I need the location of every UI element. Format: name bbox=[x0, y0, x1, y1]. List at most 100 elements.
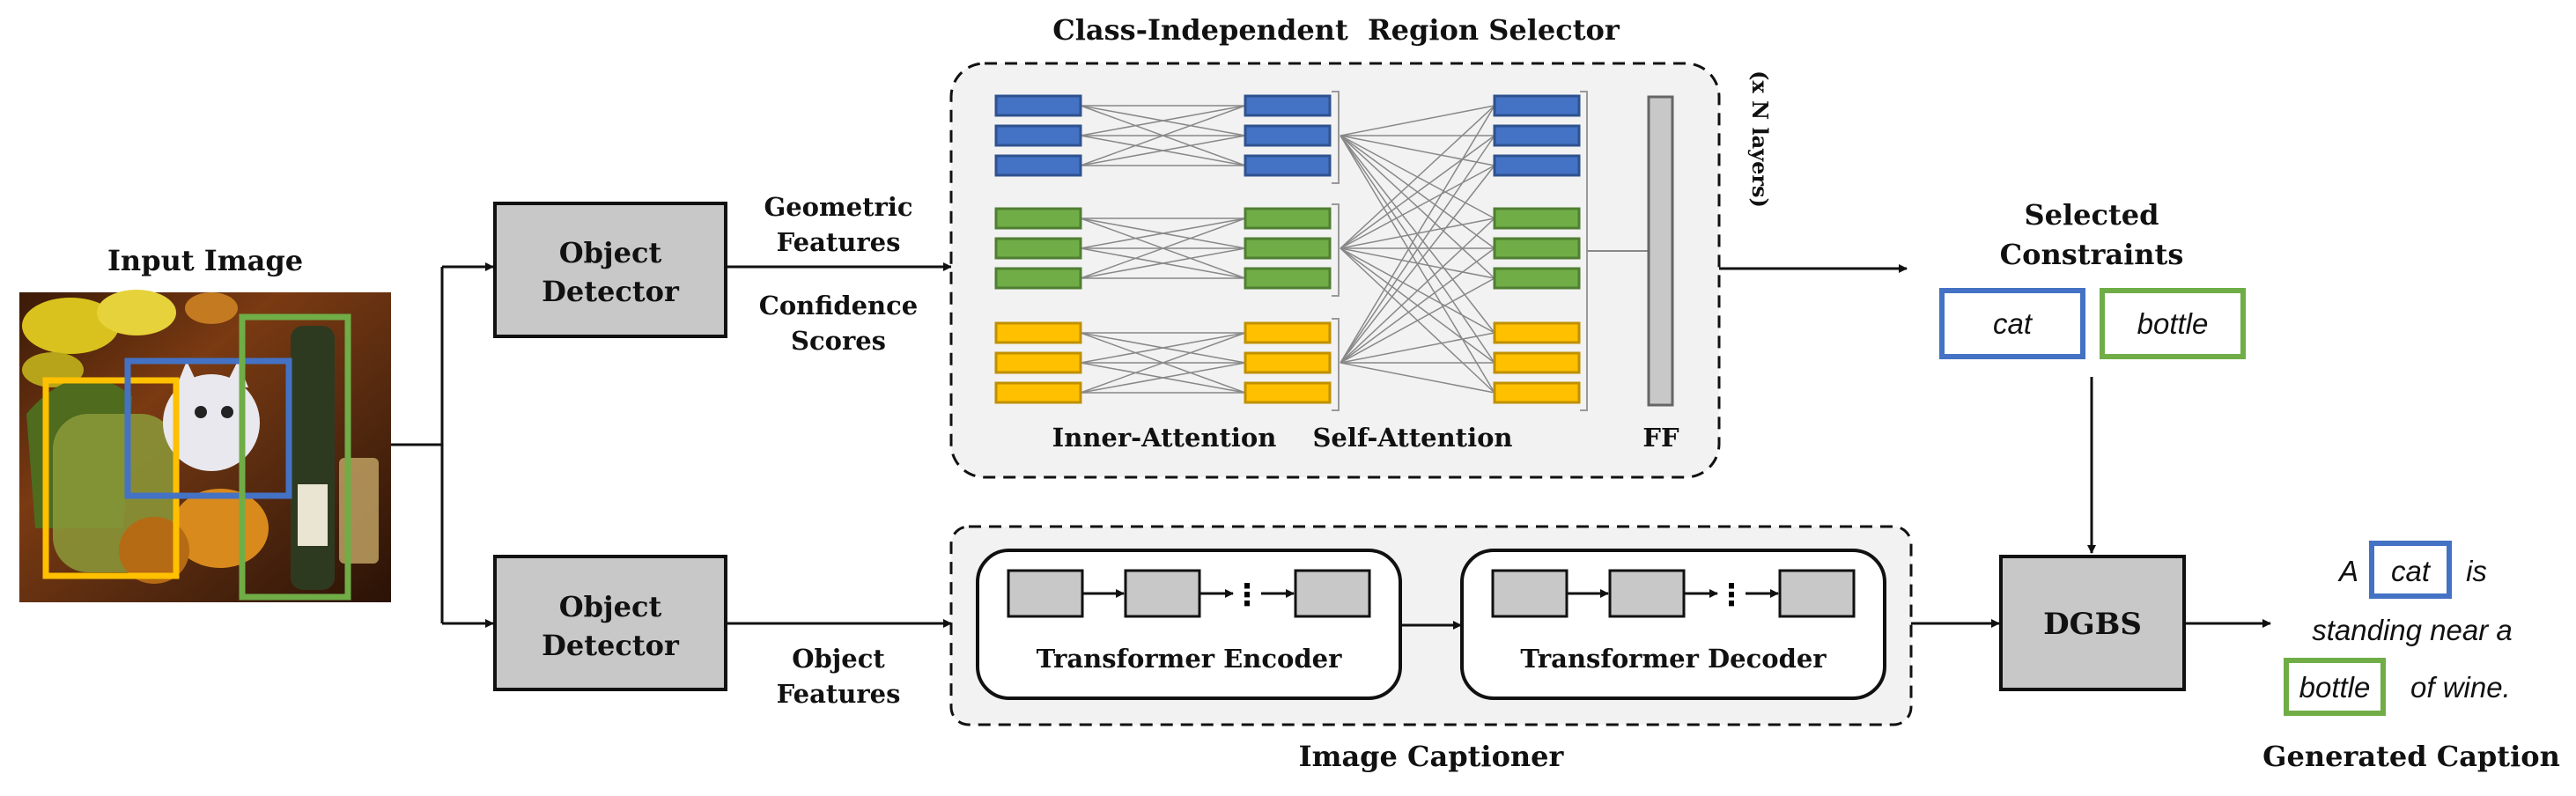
attention-line bbox=[1080, 105, 1246, 166]
attention-line bbox=[1080, 217, 1246, 249]
token-bar bbox=[1244, 207, 1332, 230]
token-bar bbox=[1244, 267, 1332, 290]
token-bar bbox=[994, 94, 1082, 117]
constraint-bottle-box bbox=[2100, 288, 2246, 359]
token-bar bbox=[1493, 94, 1581, 117]
input-photo bbox=[19, 290, 391, 602]
attention-line bbox=[1080, 362, 1246, 394]
encoder-label: Transformer Encoder bbox=[1037, 644, 1342, 674]
attention-line bbox=[1340, 362, 1495, 394]
decoder-ellipsis: ⋮ bbox=[1716, 578, 1746, 613]
token-bar bbox=[1493, 124, 1581, 147]
token-bar bbox=[994, 154, 1082, 177]
token-bar bbox=[1244, 237, 1332, 260]
token-bar bbox=[1244, 154, 1332, 177]
token-bar bbox=[994, 321, 1082, 344]
caption-word-bottle: bottle bbox=[2299, 671, 2371, 704]
token-bar bbox=[1493, 267, 1581, 290]
ff-block bbox=[1647, 95, 1674, 407]
token-bar bbox=[1493, 207, 1581, 230]
selected-constraints-line1: Selected bbox=[2025, 198, 2159, 232]
generated-caption-title: Generated Caption bbox=[2262, 740, 2560, 773]
caption-line2: standing near a bbox=[2312, 614, 2513, 646]
attention-line bbox=[1340, 105, 1495, 136]
constraint-bottle: bottle bbox=[2137, 307, 2209, 340]
caption-cat-box bbox=[2369, 541, 2452, 599]
attention-line bbox=[1340, 135, 1495, 249]
token-bar bbox=[994, 207, 1082, 230]
token-bar bbox=[994, 381, 1082, 404]
transformer-decoder: ⋮ Transformer Decoder bbox=[1460, 549, 1886, 700]
transformer-encoder: ⋮ Transformer Encoder bbox=[976, 549, 1402, 700]
token-bars bbox=[994, 94, 1581, 404]
caption-word-cat: cat bbox=[2391, 555, 2432, 587]
constraint-cat-box bbox=[1939, 288, 2085, 359]
token-bar bbox=[1493, 321, 1581, 344]
dgbs-label: DGBS bbox=[2043, 607, 2142, 642]
detector-bottom-line1: Object bbox=[559, 590, 662, 623]
attention-line bbox=[1340, 135, 1495, 166]
token-bar bbox=[994, 237, 1082, 260]
input-image-title: Input Image bbox=[107, 244, 303, 277]
attention-line bbox=[1080, 247, 1246, 279]
token-bar bbox=[1493, 351, 1581, 374]
attention-line bbox=[1340, 165, 1495, 249]
region-selector-title: Class-Independent Region Selector bbox=[1052, 13, 1620, 47]
encoder-ellipsis: ⋮ bbox=[1232, 578, 1262, 613]
token-bar bbox=[1493, 154, 1581, 177]
attention-line bbox=[1340, 277, 1495, 364]
token-bar bbox=[1493, 381, 1581, 404]
detector-bottom-line2: Detector bbox=[542, 629, 680, 662]
attention-line bbox=[1340, 165, 1495, 364]
object-detector-bottom: Object Detector bbox=[493, 555, 727, 691]
bbox-blue bbox=[124, 357, 292, 499]
confidence-scores-line1: Confidence bbox=[759, 291, 919, 321]
object-features-line2: Features bbox=[777, 679, 901, 709]
n-layers-label: (x N layers) bbox=[1747, 70, 1773, 208]
decoder-label: Transformer Decoder bbox=[1520, 644, 1827, 674]
attention-line bbox=[1080, 332, 1246, 394]
attention-line bbox=[1080, 332, 1246, 364]
attention-line bbox=[1340, 105, 1495, 249]
object-detector-top: Object Detector bbox=[493, 202, 727, 338]
attention-line bbox=[1340, 247, 1495, 364]
token-bar bbox=[994, 124, 1082, 147]
object-features-line1: Object bbox=[792, 644, 885, 674]
token-bar bbox=[1244, 351, 1332, 374]
bbox-green bbox=[239, 313, 351, 601]
constraint-cat: cat bbox=[1993, 307, 2033, 340]
caption-word-is: is bbox=[2466, 555, 2487, 587]
token-bar bbox=[994, 267, 1082, 290]
captioner-title: Image Captioner bbox=[1299, 740, 1565, 773]
token-bar bbox=[1244, 381, 1332, 404]
attention-line bbox=[1080, 217, 1246, 279]
attention-line bbox=[1340, 217, 1495, 364]
attention-line bbox=[1080, 105, 1246, 136]
attention-line bbox=[1340, 105, 1495, 364]
token-bar bbox=[1244, 94, 1332, 117]
caption-tail: of wine. bbox=[2410, 671, 2511, 704]
attention-line bbox=[1080, 135, 1246, 166]
detector-top-line2: Detector bbox=[542, 275, 680, 308]
input-branch-connector bbox=[391, 262, 494, 628]
inner-attention-label: Inner-Attention bbox=[1052, 423, 1277, 453]
confidence-scores-line2: Scores bbox=[791, 326, 886, 356]
token-bar bbox=[1493, 237, 1581, 260]
self-attention-label: Self-Attention bbox=[1312, 423, 1512, 453]
bbox-yellow bbox=[42, 377, 180, 579]
geometric-features-line2: Features bbox=[777, 227, 901, 257]
caption-word-a: A bbox=[2337, 555, 2358, 587]
attention-line bbox=[1340, 332, 1495, 364]
token-bar bbox=[1244, 124, 1332, 147]
detector-top-line1: Object bbox=[559, 236, 662, 269]
token-bar bbox=[1244, 321, 1332, 344]
ff-label: FF bbox=[1642, 423, 1679, 453]
dgbs-block bbox=[1999, 555, 2186, 691]
caption-bottle-box bbox=[2284, 658, 2386, 716]
attention-connections bbox=[1080, 105, 1495, 394]
selected-constraints-line2: Constraints bbox=[2000, 238, 2184, 271]
token-bar bbox=[994, 351, 1082, 374]
geometric-features-line1: Geometric bbox=[764, 192, 912, 222]
attention-line bbox=[1340, 135, 1495, 364]
